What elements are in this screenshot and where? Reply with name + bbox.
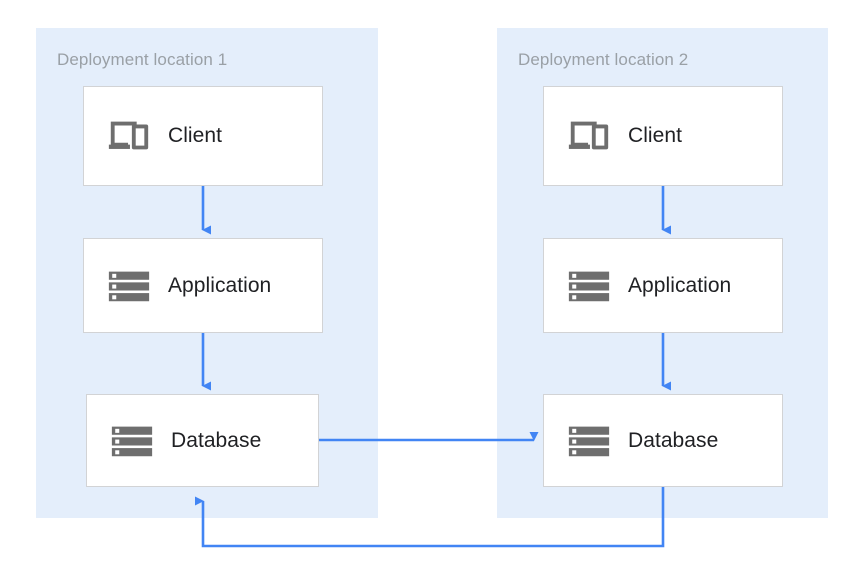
node-database-2[interactable]: Database: [543, 394, 783, 487]
node-client-1[interactable]: Client: [83, 86, 323, 186]
client-devices-icon: [108, 121, 149, 150]
region-label-2: Deployment location 2: [518, 50, 689, 69]
node-application-2[interactable]: Application: [543, 238, 783, 333]
node-application-1[interactable]: Application: [83, 238, 323, 333]
client-devices-icon: [568, 121, 609, 150]
node-client-2[interactable]: Client: [543, 86, 783, 186]
server-stack-icon: [568, 271, 610, 301]
server-stack-icon: [108, 271, 150, 301]
server-stack-icon: [111, 426, 153, 456]
node-label-application-2: Application: [628, 273, 732, 297]
node-label-client-1: Client: [168, 124, 222, 147]
server-stack-icon: [568, 426, 610, 456]
node-database-1[interactable]: Database: [86, 394, 319, 487]
region-label-1: Deployment location 1: [57, 50, 228, 69]
node-label-database-1: Database: [171, 428, 262, 452]
node-label-client-2: Client: [628, 124, 682, 147]
node-label-application-1: Application: [168, 273, 272, 297]
node-label-database-2: Database: [628, 428, 719, 452]
